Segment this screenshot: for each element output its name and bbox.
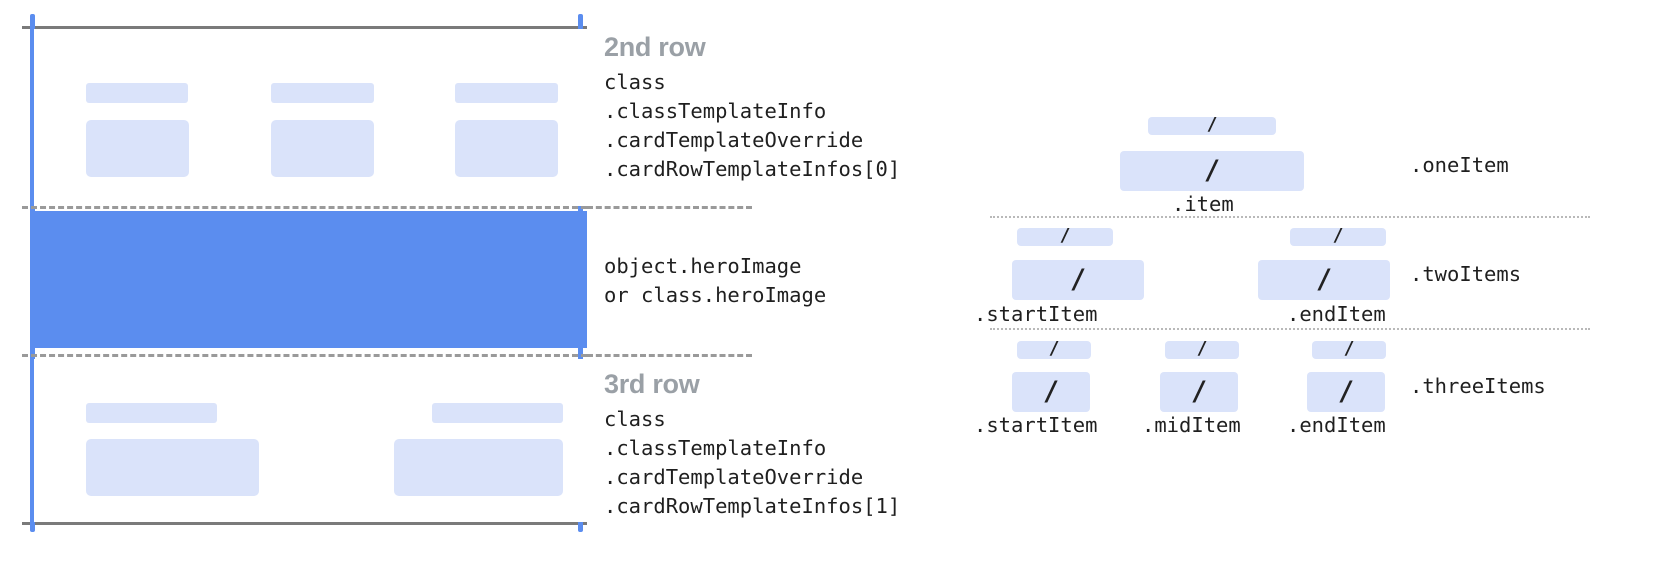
divider-above-hero bbox=[22, 206, 587, 209]
two-items-end-title-bar: / bbox=[1290, 225, 1386, 246]
second-row-code-line-3: .cardRowTemplateInfos[0] bbox=[604, 157, 901, 182]
divider-below-hero bbox=[22, 354, 587, 357]
third-row-cell-1-body bbox=[394, 439, 563, 496]
second-row-region bbox=[34, 29, 587, 206]
separator-one-two bbox=[990, 216, 1590, 218]
third-row-annotation: 3rd row class .classTemplateInfo .cardTe… bbox=[604, 369, 900, 521]
card-left-guide bbox=[30, 14, 35, 532]
third-row-code-line-3: .cardRowTemplateInfos[1] bbox=[604, 494, 901, 519]
one-item-body-box: / bbox=[1120, 151, 1304, 191]
three-items-group-label: .threeItems bbox=[1410, 374, 1546, 398]
two-items-end-label: .endItem bbox=[1287, 302, 1386, 326]
slash-glyph: / bbox=[1315, 263, 1333, 295]
second-row-title: 2nd row bbox=[604, 32, 706, 62]
hero-divider-leader-top bbox=[587, 206, 752, 209]
three-items-mid-label: .midItem bbox=[1142, 413, 1241, 437]
hero-code-line-0: object.heroImage bbox=[604, 254, 802, 278]
second-row-annotation: 2nd row class .classTemplateInfo .cardTe… bbox=[604, 32, 900, 184]
second-row-cell-1-title bbox=[271, 83, 374, 103]
two-items-start-label: .startItem bbox=[974, 302, 1098, 326]
slash-glyph: / bbox=[1048, 338, 1060, 359]
slash-glyph: / bbox=[1337, 375, 1355, 407]
one-item-title-bar: / bbox=[1148, 114, 1276, 135]
three-items-start-title-bar: / bbox=[1017, 338, 1091, 359]
three-items-end-title-bar: / bbox=[1312, 338, 1386, 359]
separator-two-three bbox=[990, 328, 1590, 330]
third-row-code-line-1: .classTemplateInfo bbox=[604, 436, 827, 461]
two-items-start-title-bar: / bbox=[1017, 225, 1113, 246]
two-items-end-body-box: / bbox=[1258, 260, 1390, 300]
hero-image-block bbox=[34, 211, 587, 348]
second-row-cell-2-title bbox=[455, 83, 558, 103]
one-item-group-label: .oneItem bbox=[1410, 153, 1509, 177]
slash-glyph: / bbox=[1059, 225, 1071, 246]
three-items-start-label: .startItem bbox=[974, 413, 1098, 437]
card-template-frame bbox=[22, 14, 587, 532]
three-items-mid-title-bar: / bbox=[1165, 338, 1239, 359]
second-row-cell-0-body bbox=[86, 120, 189, 177]
third-row-code-line-0: class bbox=[604, 407, 666, 432]
slash-glyph: / bbox=[1332, 225, 1344, 246]
item-layout-diagram: / / .item .oneItem / / .startItem / / bbox=[960, 100, 1660, 450]
hero-divider-leader-bottom bbox=[587, 354, 752, 357]
three-items-start-body-box: / bbox=[1012, 372, 1090, 412]
card-top-rule bbox=[22, 26, 587, 29]
second-row-code-line-1: .classTemplateInfo bbox=[604, 99, 827, 124]
second-row-cell-0-title bbox=[86, 83, 188, 103]
third-row-cell-1-title bbox=[432, 403, 563, 423]
slash-glyph: / bbox=[1190, 375, 1208, 407]
slash-glyph: / bbox=[1069, 263, 1087, 295]
third-row-cell-0-title bbox=[86, 403, 217, 423]
slash-glyph: / bbox=[1203, 154, 1221, 186]
slash-glyph: / bbox=[1343, 338, 1355, 359]
third-row-code-line-2: .cardTemplateOverride bbox=[604, 465, 864, 490]
card-bottom-rule bbox=[22, 522, 587, 525]
two-items-start-body-box: / bbox=[1012, 260, 1144, 300]
one-item-label: .item bbox=[1172, 192, 1234, 216]
third-row-region bbox=[34, 359, 587, 522]
second-row-cell-2-body bbox=[455, 120, 558, 177]
two-items-group-label: .twoItems bbox=[1410, 262, 1522, 286]
slash-glyph: / bbox=[1196, 338, 1208, 359]
third-row-title: 3rd row bbox=[604, 369, 700, 399]
second-row-code-line-2: .cardTemplateOverride bbox=[604, 128, 864, 153]
hero-code-line-1: or class.heroImage bbox=[604, 283, 827, 307]
third-row-cell-0-body bbox=[86, 439, 259, 496]
slash-glyph: / bbox=[1042, 375, 1060, 407]
three-items-mid-body-box: / bbox=[1160, 372, 1238, 412]
three-items-end-body-box: / bbox=[1307, 372, 1385, 412]
three-items-end-label: .endItem bbox=[1287, 413, 1386, 437]
slash-glyph: / bbox=[1206, 114, 1218, 135]
hero-image-annotation: object.heroImage or class.heroImage bbox=[604, 252, 826, 310]
second-row-cell-1-body bbox=[271, 120, 374, 177]
second-row-code-line-0: class bbox=[604, 70, 666, 95]
